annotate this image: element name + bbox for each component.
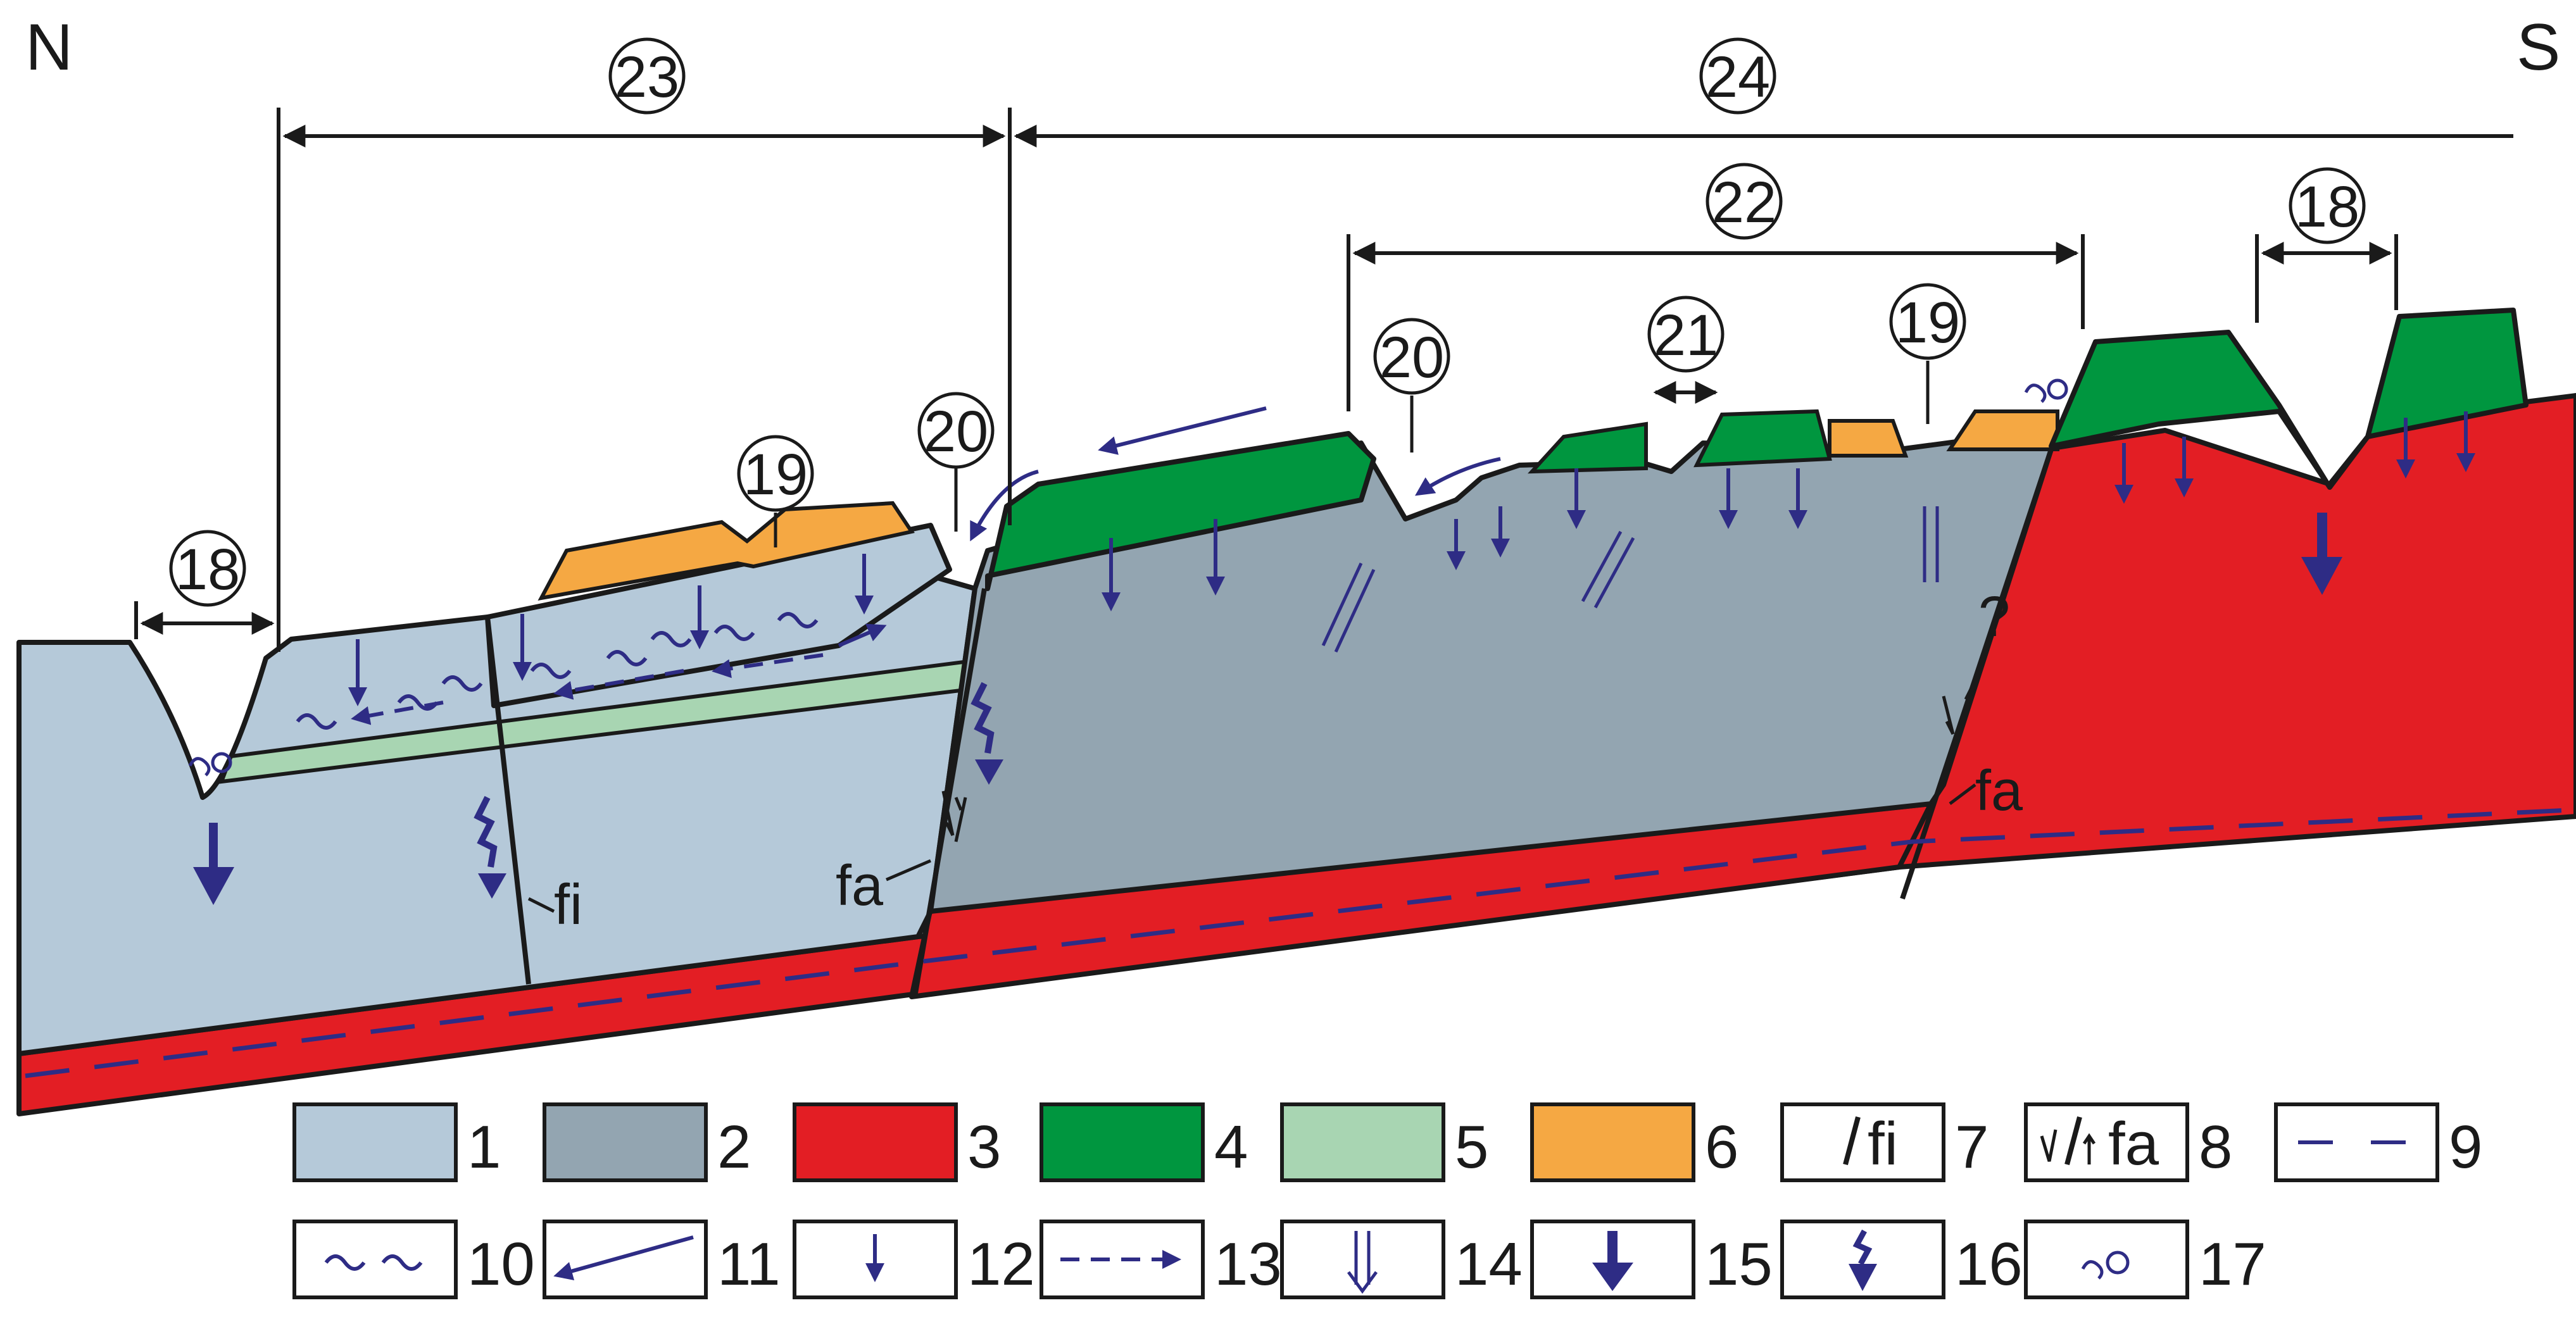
- dashed-horizon: [25, 808, 2571, 1078]
- svg-text:12: 12: [967, 1230, 1035, 1298]
- svg-text:6: 6: [1705, 1113, 1738, 1181]
- svg-text:17: 17: [2199, 1230, 2266, 1298]
- fault-labels: fi fa fa ?: [527, 585, 2023, 937]
- label-18-left: 18: [175, 537, 240, 602]
- double-arrows: [1321, 506, 1939, 653]
- label-18-right: 18: [2295, 175, 2359, 239]
- dashed-arrows: [351, 653, 824, 725]
- fault-fa-left-line: [912, 588, 987, 997]
- svg-text:1: 1: [467, 1113, 501, 1181]
- legend-item-1: 1: [292, 1102, 501, 1182]
- svg-text:10: 10: [467, 1230, 535, 1298]
- callout-20-right: 20: [1379, 325, 1444, 390]
- svg-text:3: 3: [967, 1113, 1001, 1181]
- fault-fa-left-label: fa: [836, 854, 884, 918]
- flow-arrows: [838, 406, 1501, 647]
- legend-item-16: 16: [1780, 1220, 2023, 1299]
- fault-fa-right-line: [1900, 448, 2054, 900]
- svg-text:fa: fa: [2108, 1110, 2159, 1178]
- legend: 1 2 3 4 5 6 fi 7: [292, 1102, 2482, 1299]
- legend-item-11: 11: [543, 1220, 781, 1299]
- north-label: N: [25, 11, 73, 84]
- svg-text:7: 7: [1955, 1113, 1989, 1181]
- zigzag-arrows: [474, 682, 1003, 899]
- svg-text:14: 14: [1455, 1230, 1523, 1298]
- fault-fi-label: fi: [554, 873, 582, 937]
- callout-19-right: 19: [1895, 290, 1960, 355]
- svg-text:4: 4: [1214, 1113, 1248, 1181]
- svg-text:9: 9: [2449, 1113, 2482, 1181]
- svg-text:2: 2: [717, 1113, 751, 1181]
- legend-item-17: 17: [2024, 1220, 2266, 1299]
- unit4-cap-2: [1528, 421, 1648, 474]
- svg-text:11: 11: [717, 1230, 781, 1298]
- legend-item-13: 13: [1040, 1220, 1282, 1299]
- legend-item-15: 15: [1530, 1220, 1773, 1299]
- legend-item-14: 14: [1280, 1220, 1523, 1299]
- svg-text:8: 8: [2199, 1113, 2232, 1181]
- wavy-lines: [296, 612, 819, 730]
- bracket-labels: 23 24 22 18 18: [169, 37, 2366, 607]
- spring-symbols: [188, 378, 2068, 777]
- legend-item-8: fa 8: [2024, 1102, 2232, 1182]
- label-24: 24: [1706, 45, 1770, 109]
- fault-question: ?: [1978, 585, 2010, 649]
- svg-text:15: 15: [1705, 1230, 1773, 1298]
- cross-section: [16, 308, 2576, 1116]
- unit6-cap-right: [1828, 419, 1909, 458]
- label-23: 23: [615, 45, 679, 109]
- bold-down-arrows: [193, 513, 2342, 905]
- unit6-cap-right-2: [1946, 409, 2059, 451]
- fault-sense-marks: [941, 685, 1974, 842]
- svg-text:fi: fi: [1868, 1110, 1898, 1178]
- unit4-cap-south: [2049, 308, 2529, 490]
- legend-item-7: fi 7: [1780, 1102, 1989, 1182]
- unit4-cap-1: [985, 431, 1376, 591]
- callout-21: 21: [1654, 303, 1718, 368]
- unit6-cap-left: [537, 501, 915, 601]
- svg-text:13: 13: [1214, 1230, 1282, 1298]
- label-22: 22: [1712, 170, 1776, 235]
- fault-fi-line: [485, 616, 531, 985]
- svg-text:5: 5: [1455, 1113, 1488, 1181]
- legend-item-10: 10: [292, 1220, 535, 1299]
- down-arrows: [348, 411, 2475, 706]
- legend-item-3: 3: [793, 1102, 1001, 1182]
- unit4-cap-3: [1693, 409, 1832, 468]
- legend-item-4: 4: [1040, 1102, 1248, 1182]
- callout-19-left: 19: [743, 442, 808, 507]
- legend-item-12: 12: [793, 1220, 1035, 1299]
- svg-text:16: 16: [1955, 1230, 2023, 1298]
- legend-item-5: 5: [1280, 1102, 1488, 1182]
- legend-item-2: 2: [543, 1102, 751, 1182]
- legend-item-9: 9: [2274, 1102, 2482, 1182]
- south-label: S: [2516, 11, 2560, 84]
- callouts: 19 20 20 21 19: [737, 283, 1966, 547]
- fault-fa-right-label: fa: [1975, 759, 2023, 823]
- callout-20-left: 20: [924, 399, 988, 464]
- legend-item-6: 6: [1530, 1102, 1738, 1182]
- brackets: [134, 108, 2513, 652]
